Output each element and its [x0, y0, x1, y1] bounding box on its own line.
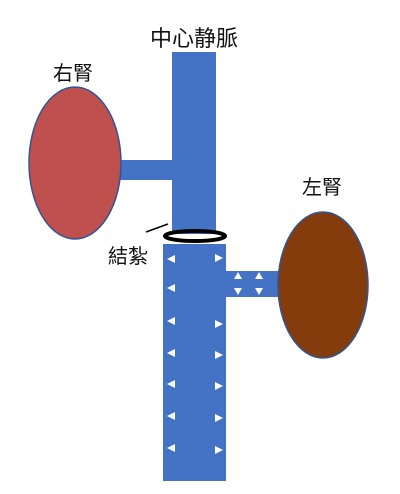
flow-arrow-icon [215, 254, 223, 262]
flow-arrow-icon [167, 380, 175, 388]
flow-arrow-icon [167, 444, 175, 452]
flow-arrow-icon [167, 317, 175, 325]
lower-vena-cava [163, 244, 226, 481]
flow-arrow-icon [215, 351, 223, 359]
left-kidney-label: 左腎 [302, 175, 342, 199]
ligation-pointer-line [145, 223, 169, 233]
upper-vena-cava [172, 52, 216, 234]
flow-arrow-icon [255, 272, 263, 279]
ligature-ring-icon [163, 229, 227, 243]
ligation-label: 結紮 [108, 244, 148, 268]
left-renal-vein [224, 271, 282, 297]
flow-arrow-icon [167, 349, 175, 357]
flow-arrow-icon [234, 288, 242, 295]
right-kidney [28, 86, 122, 240]
flow-arrow-icon [167, 412, 175, 420]
flow-arrow-icon [215, 446, 223, 454]
right-kidney-label: 右腎 [53, 61, 93, 85]
flow-arrow-icon [167, 255, 175, 263]
flow-arrow-icon [255, 288, 263, 295]
right-renal-vein [112, 160, 174, 180]
flow-arrow-icon [167, 284, 175, 292]
vena-cava-label: 中心静脈 [150, 27, 238, 52]
flow-arrow-icon [215, 320, 223, 328]
flow-arrow-icon [215, 414, 223, 422]
left-kidney [277, 211, 369, 359]
flow-arrow-icon [215, 382, 223, 390]
flow-arrow-icon [234, 272, 242, 279]
